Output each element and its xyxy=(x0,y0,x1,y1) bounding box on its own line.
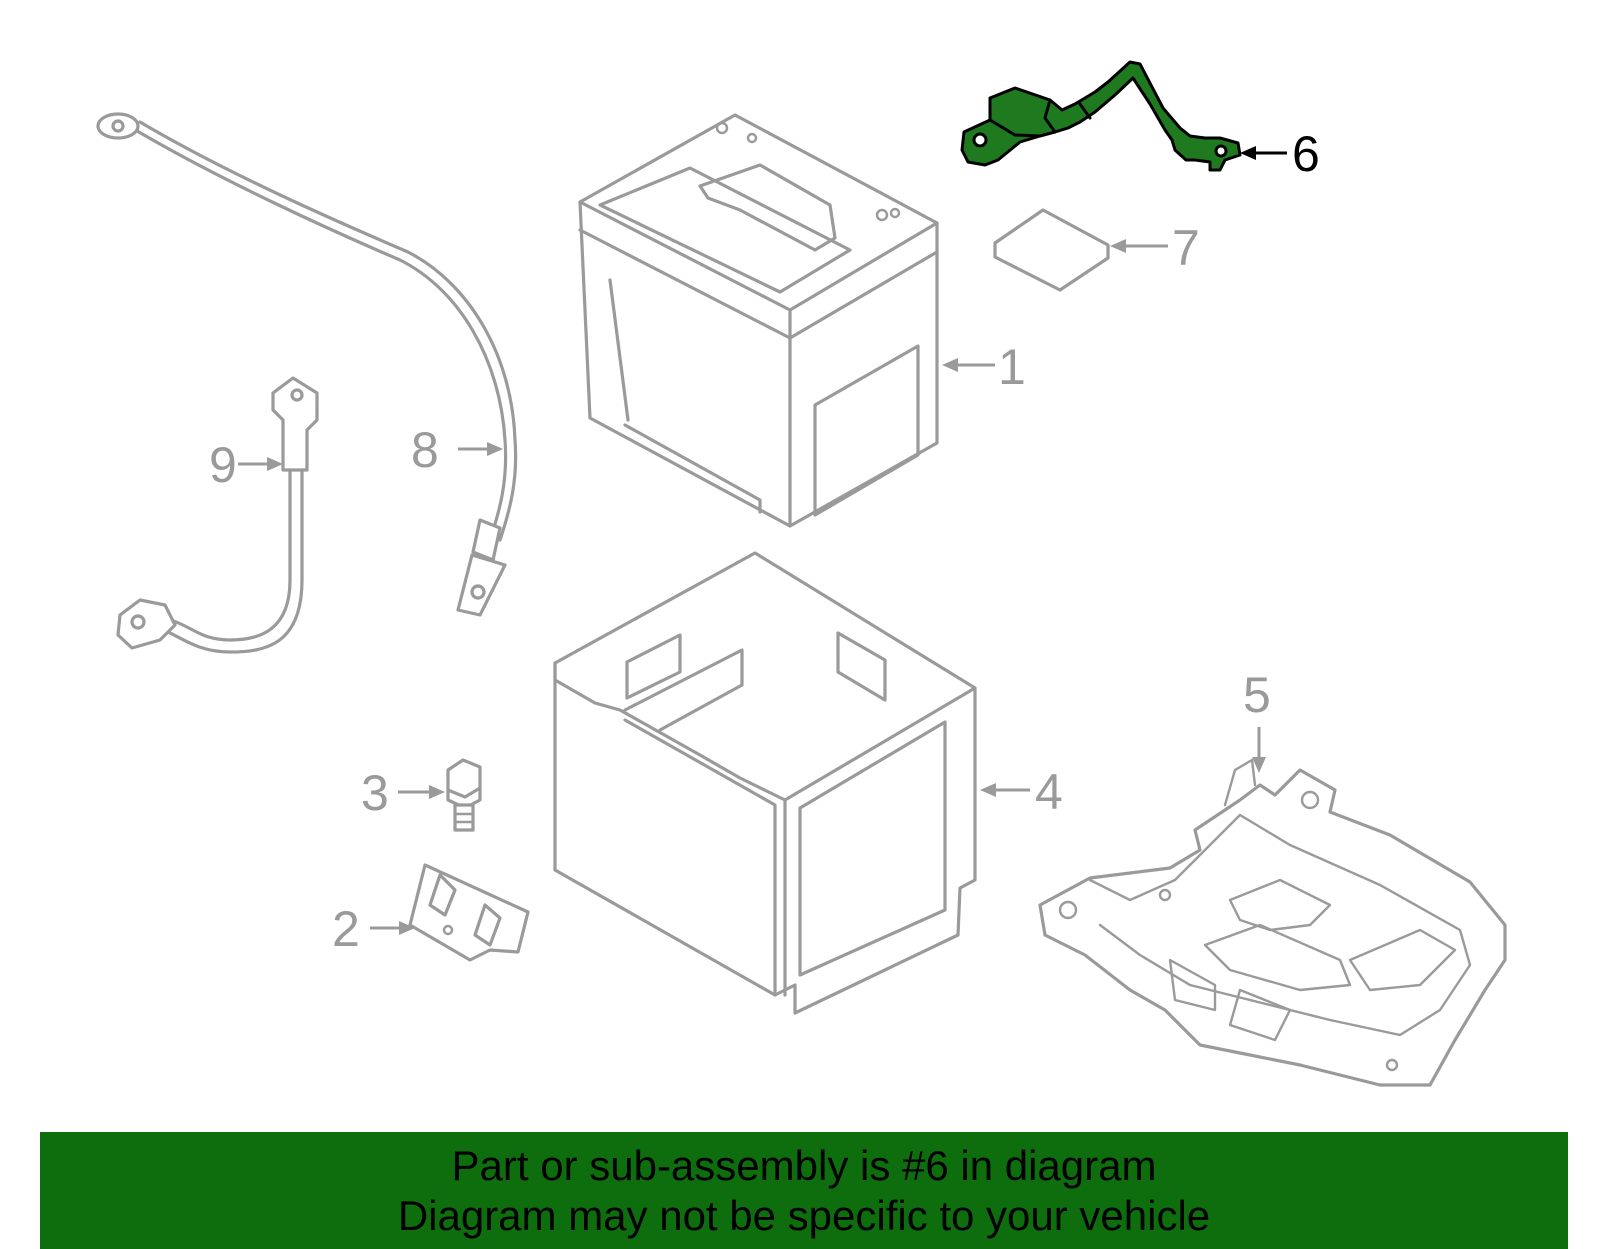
callout-1: 1 xyxy=(998,339,1026,395)
part-3-bolt[interactable] xyxy=(446,758,482,832)
part-7-pad[interactable] xyxy=(993,208,1110,292)
callout-8: 8 xyxy=(411,422,439,478)
banner-line-1: Part or sub-assembly is #6 in diagram xyxy=(451,1141,1157,1189)
callout-6: 6 xyxy=(1292,126,1320,182)
info-banner: Part or sub-assembly is #6 in diagram Di… xyxy=(40,1132,1568,1249)
leader-arrows xyxy=(238,146,1287,935)
part-2-bracket[interactable] xyxy=(408,863,530,962)
part-4-battery-tray[interactable] xyxy=(553,551,977,1015)
callout-4: 4 xyxy=(1035,764,1063,820)
callout-9: 9 xyxy=(209,437,237,493)
callout-5: 5 xyxy=(1243,667,1271,723)
callout-7: 7 xyxy=(1172,220,1200,276)
part-9-ground-cable[interactable] xyxy=(116,376,319,654)
callout-3: 3 xyxy=(361,765,389,821)
banner-line-2: Diagram may not be specific to your vehi… xyxy=(397,1191,1211,1239)
part-8-battery-cable[interactable] xyxy=(96,112,518,617)
callout-2: 2 xyxy=(332,901,360,957)
part-6-highlighted-cable[interactable] xyxy=(960,60,1242,172)
part-1-battery[interactable] xyxy=(578,113,939,528)
part-5-tray-base[interactable] xyxy=(1038,758,1507,1087)
